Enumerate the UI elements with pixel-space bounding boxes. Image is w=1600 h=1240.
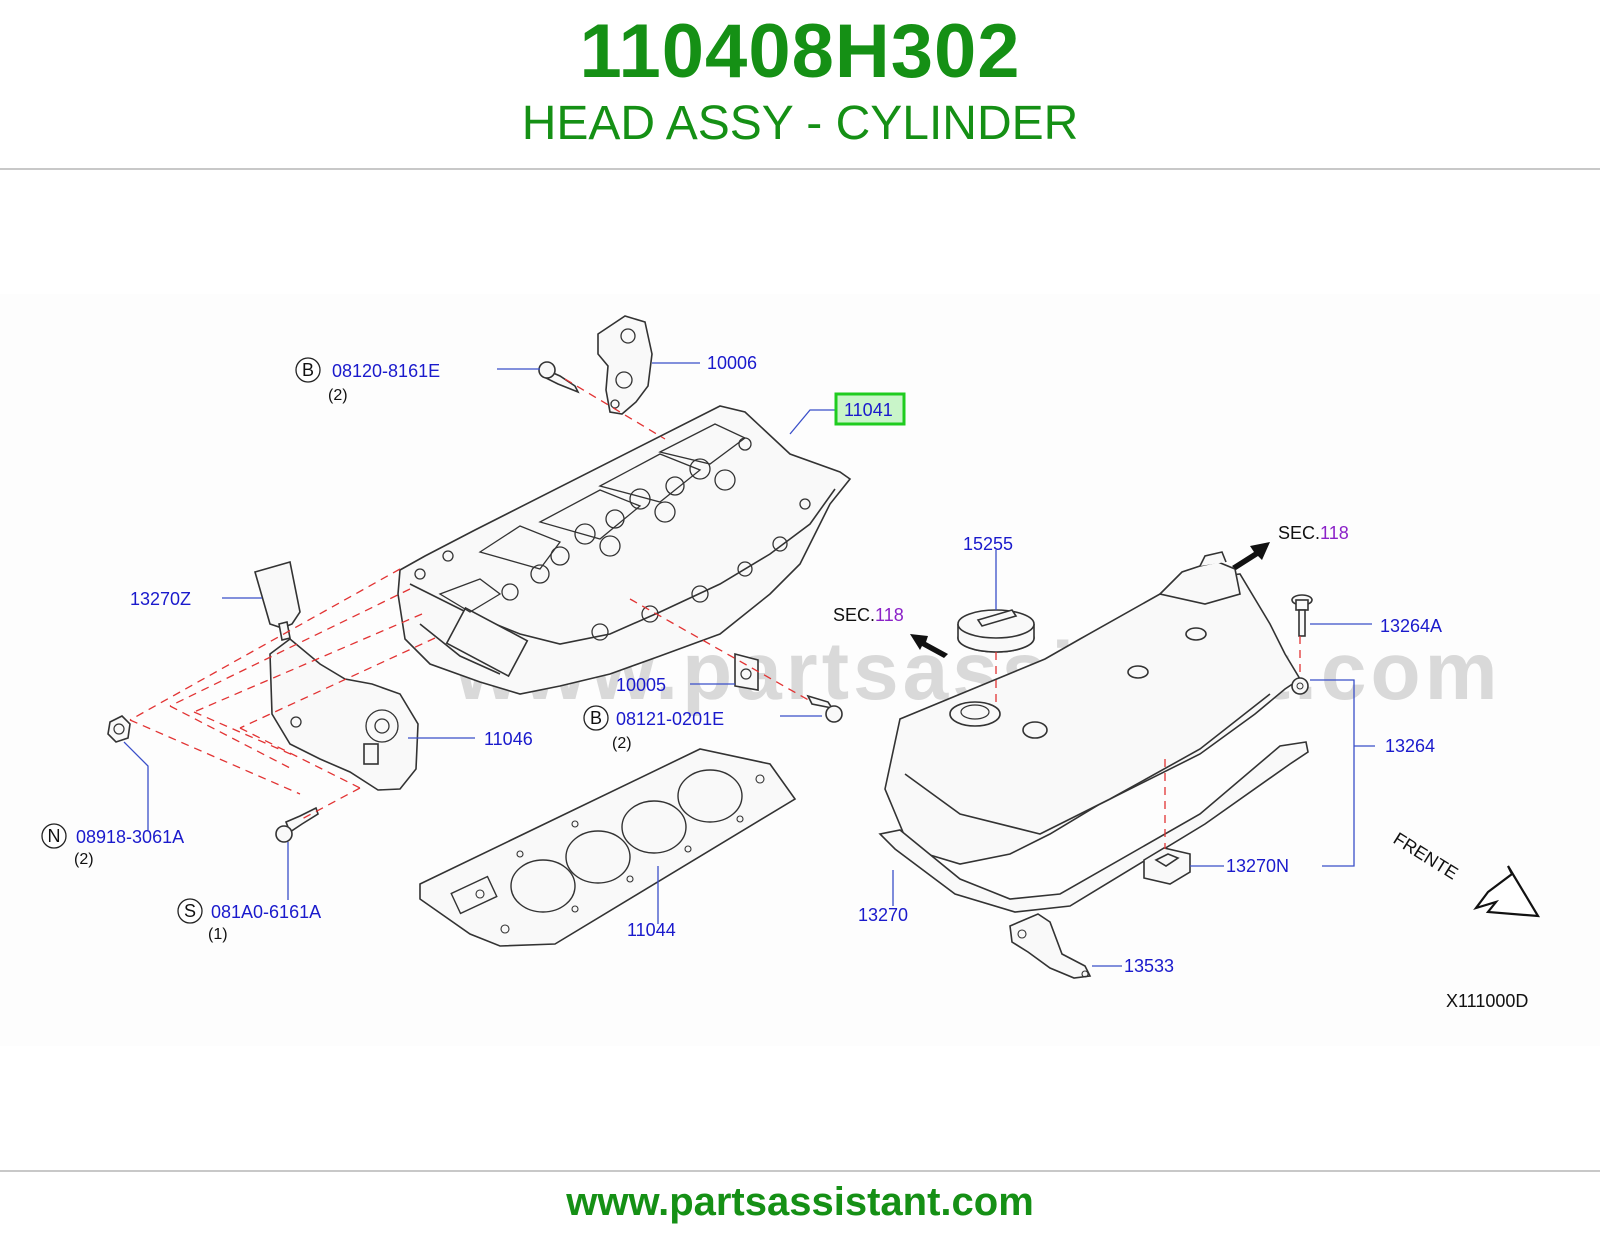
callout-13264a[interactable]: 13264A: [1380, 616, 1442, 636]
rocker-gasket-13270-drawing[interactable]: [878, 741, 1309, 913]
callout-10005[interactable]: 10005: [616, 675, 666, 695]
section-ref-upper[interactable]: SEC.118: [1278, 523, 1349, 543]
callout-10006[interactable]: 10006: [707, 353, 757, 373]
callout-081A0-6161A[interactable]: 081A0-6161A: [211, 902, 321, 922]
plate-10005-drawing[interactable]: [734, 652, 759, 691]
callout-13270z[interactable]: 13270Z: [130, 589, 191, 609]
alignment-lines: [129, 378, 1301, 849]
bolt-08120-8161E-drawing[interactable]: [538, 361, 580, 394]
fastener-prefix-badge: [41, 823, 67, 849]
front-direction-label: FRENTE: [1390, 828, 1462, 883]
callout-13270[interactable]: 13270: [858, 905, 908, 925]
diagram-panel: www.partsassistant.com: [0, 294, 1600, 1046]
rocker-cover-13264-drawing[interactable]: [884, 551, 1309, 865]
callout-13270n[interactable]: 13270N: [1226, 856, 1289, 876]
fastener-qty: (2): [74, 851, 94, 868]
callout-11046[interactable]: 11046: [484, 729, 533, 749]
callout-08918-3061A[interactable]: 08918-3061A: [76, 827, 184, 847]
fastener-prefix-badge: [295, 357, 321, 383]
sealant-tube-drawing[interactable]: [254, 560, 301, 641]
fastener-prefix: N: [48, 826, 61, 846]
part-number: 110408H302: [579, 9, 1021, 94]
parts-diagram: www.partsassistant.com: [41, 315, 1541, 1011]
callout-11044[interactable]: 11044: [627, 920, 676, 940]
bolt-08121-0201E-drawing[interactable]: [806, 694, 843, 723]
bolt-13264A-drawing[interactable]: [1291, 594, 1313, 637]
nut-08918-3061A-drawing[interactable]: [107, 715, 131, 743]
oil-filler-cap-drawing[interactable]: [957, 609, 1035, 653]
cylinder-head-drawing[interactable]: [397, 405, 852, 695]
sec-arrow-left-icon[interactable]: [910, 634, 948, 658]
sec-arrow-upper-icon[interactable]: [1232, 542, 1270, 570]
fastener-prefix: B: [302, 360, 314, 380]
fastener-prefix: B: [590, 708, 602, 728]
callout-13264[interactable]: 13264: [1385, 736, 1435, 756]
bracket-10006-drawing[interactable]: [597, 315, 653, 415]
fastener-qty: (1): [208, 926, 228, 943]
part-title: HEAD ASSY - CYLINDER: [521, 97, 1079, 150]
footer-url[interactable]: www.partsassistant.com: [566, 1180, 1034, 1224]
fastener-prefix-badge: [583, 705, 609, 731]
bolt-081A0-6161A-drawing[interactable]: [275, 806, 319, 843]
section-ref-left[interactable]: SEC.118: [833, 605, 904, 625]
fastener-qty: (2): [328, 387, 348, 404]
callout-08120-8161E[interactable]: 08120-8161E: [332, 361, 440, 381]
front-direction-arrow-icon: [1473, 865, 1541, 918]
callout-11041[interactable]: 11041: [844, 400, 893, 420]
leader-lines: [123, 362, 1375, 967]
callout-highlight-box: [834, 392, 906, 426]
grommet-13270N-drawing[interactable]: [1143, 847, 1191, 885]
bracket-13533-drawing[interactable]: [1009, 913, 1092, 979]
callout-08121-0201E[interactable]: 08121-0201E: [616, 709, 724, 729]
fastener-prefix: S: [184, 901, 196, 921]
head-gasket-11044-drawing[interactable]: [419, 748, 797, 947]
front-cover-11046-drawing[interactable]: [269, 637, 419, 791]
drawing-code: X111000D: [1446, 991, 1528, 1011]
fastener-prefix-badge: [177, 898, 203, 924]
header-divider: [0, 168, 1600, 170]
callout-15255[interactable]: 15255: [963, 534, 1013, 554]
callout-13533[interactable]: 13533: [1124, 956, 1174, 976]
fastener-qty: (2): [612, 735, 632, 752]
page-header: 110408H302 HEAD ASSY - CYLINDER: [0, 0, 1600, 170]
footer-divider: [0, 1170, 1600, 1172]
